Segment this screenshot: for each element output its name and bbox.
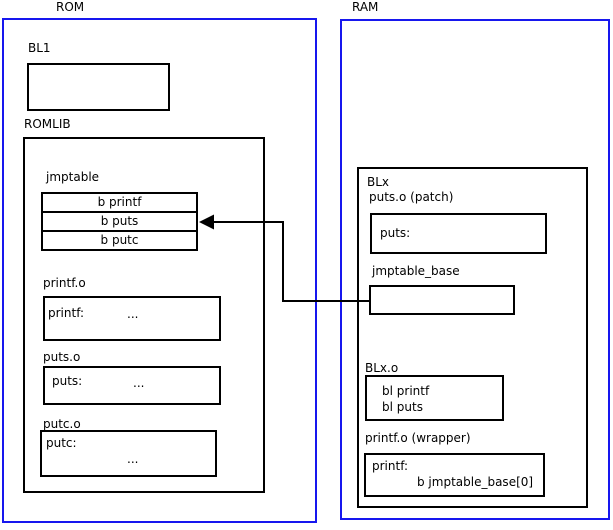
blx-o-line-2: bl puts: [382, 400, 423, 414]
jmptable-base-box: [369, 285, 515, 315]
bl1-label: BL1: [28, 41, 51, 55]
blx-o-box: bl printf bl puts: [365, 375, 504, 421]
jmptable-base-label: jmptable_base: [372, 264, 460, 278]
puts-patch-box: puts:: [370, 213, 547, 254]
puts-symbol: puts:: [52, 374, 83, 388]
puts-o-label: puts.o: [43, 350, 81, 364]
jmptable-entry-printf: b printf: [41, 192, 198, 213]
jmptable-entry-puts: b puts: [41, 211, 198, 232]
printf-o-box: printf: ...: [43, 296, 221, 341]
romlib-label: ROMLIB: [24, 117, 71, 131]
putc-o-box: putc: ...: [40, 430, 217, 477]
jmptable-label: jmptable: [46, 170, 100, 184]
rom-title: ROM: [56, 0, 85, 14]
puts-ellipsis: ...: [133, 376, 145, 390]
puts-patch-symbol: puts:: [380, 226, 411, 240]
ram-title: RAM: [352, 0, 379, 14]
printf-wrapper-box: printf: b jmptable_base[0]: [364, 453, 545, 497]
printf-o-label: printf.o: [43, 276, 86, 290]
puts-o-box: puts: ...: [43, 366, 221, 405]
printf-symbol: printf:: [48, 306, 85, 320]
printf-wrapper-symbol: printf:: [372, 459, 409, 473]
putc-symbol: putc:: [46, 436, 77, 450]
printf-wrapper-label: printf.o (wrapper): [365, 431, 471, 445]
printf-ellipsis: ...: [127, 307, 139, 321]
blx-o-label: BLx.o: [365, 361, 399, 375]
blx-label: BLx: [367, 175, 390, 189]
blx-o-line-1: bl printf: [382, 384, 430, 398]
puts-patch-label: puts.o (patch): [369, 190, 454, 204]
printf-wrapper-instruction: b jmptable_base[0]: [417, 475, 534, 489]
jmptable-box: b printf b puts b putc: [41, 192, 198, 251]
putc-ellipsis: ...: [127, 452, 139, 466]
jmptable-entry-putc: b putc: [41, 230, 198, 251]
bl1-box: [27, 63, 170, 111]
putc-o-label: putc.o: [43, 417, 81, 431]
